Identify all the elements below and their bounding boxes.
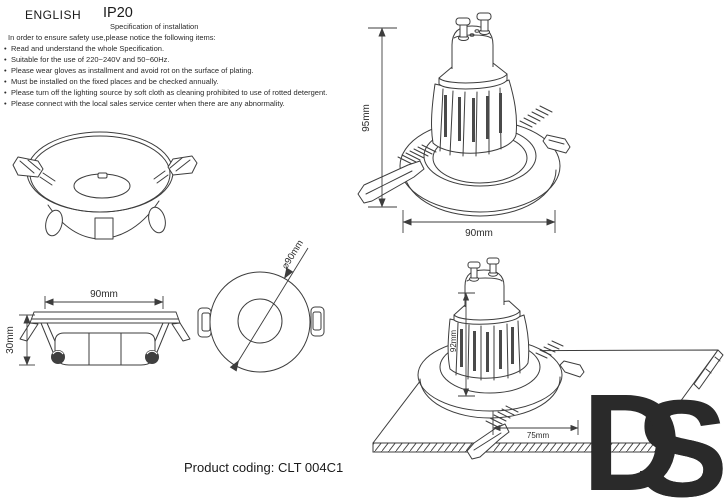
ip-rating-label: IP20	[103, 5, 133, 21]
bullet-icon: •	[4, 55, 7, 64]
bullet-icon: •	[4, 66, 7, 75]
ds-logo: S D S	[588, 382, 725, 500]
dim-install-height: 92mm	[449, 292, 475, 397]
dim-width-90: 90mm	[402, 210, 556, 239]
installation-drawing: 92mm 75mm	[372, 257, 724, 460]
dim-label-30mm: 30mm	[5, 326, 16, 354]
product-coding: Product coding: CLT 004C1	[184, 460, 344, 475]
dim-label-90mm: 90mm	[465, 228, 493, 239]
spec-item: •Suitable for the use of 220~240V and 50…	[4, 55, 170, 64]
language-label: ENGLISH	[25, 8, 82, 22]
spring-clip-left	[357, 144, 437, 204]
dim-label-90mm: 90mm	[90, 289, 118, 300]
spec-item: •Must be installed on the fixed places a…	[4, 77, 219, 86]
spec-intro: In order to ensure safety use,please not…	[8, 33, 216, 42]
logo-letter-s-overlap: S	[636, 382, 725, 500]
bullet-icon: •	[4, 77, 7, 86]
bullet-icon: •	[4, 88, 7, 97]
trim-ring-top	[26, 131, 174, 213]
spring-right	[535, 340, 564, 359]
side-clip-left	[12, 156, 56, 186]
side-clip-right	[153, 155, 198, 184]
spec-item: •Please turn off the lighting source by …	[4, 88, 328, 97]
dim-label-75mm: 75mm	[527, 431, 550, 440]
gu10-pins	[455, 12, 492, 41]
spec-item: •Please connect with the local sales ser…	[4, 99, 285, 108]
bullet-icon: •	[4, 44, 7, 53]
spring-clip-right	[519, 105, 571, 154]
dim-label-95mm: 95mm	[361, 104, 372, 132]
dim-front-width: 90mm	[44, 289, 164, 309]
top-view-drawing: ⌀90mm	[197, 238, 325, 373]
spec-item: •Please wear gloves as installment and a…	[4, 66, 254, 75]
logo-letter-s: S	[636, 382, 725, 500]
front-fixture	[19, 311, 191, 366]
trim-perspective-drawing	[12, 131, 198, 240]
dim-label-diameter: ⌀90mm	[280, 238, 306, 271]
trim-skirt	[45, 200, 166, 240]
bullet-icon: •	[4, 99, 7, 108]
iso-view-drawing: 95mm 90mm	[357, 12, 571, 239]
dim-height-95: 95mm	[361, 27, 397, 208]
specification-block: Specification of installation In order t…	[4, 21, 362, 109]
spec-item: •Read and understand the whole Specifica…	[4, 44, 165, 53]
gu10-bulb	[438, 12, 508, 90]
dim-label-92mm: 92mm	[449, 330, 458, 353]
logo-letter-d: D	[588, 382, 682, 500]
spec-title: Specification of installation	[110, 22, 199, 31]
dim-front-height: 30mm	[5, 314, 35, 366]
top-view-fixture	[197, 271, 325, 373]
front-view-drawing: 90mm 30mm	[5, 289, 191, 366]
dim-install-cutout: 75mm	[492, 411, 579, 440]
lamp-body	[431, 79, 517, 157]
